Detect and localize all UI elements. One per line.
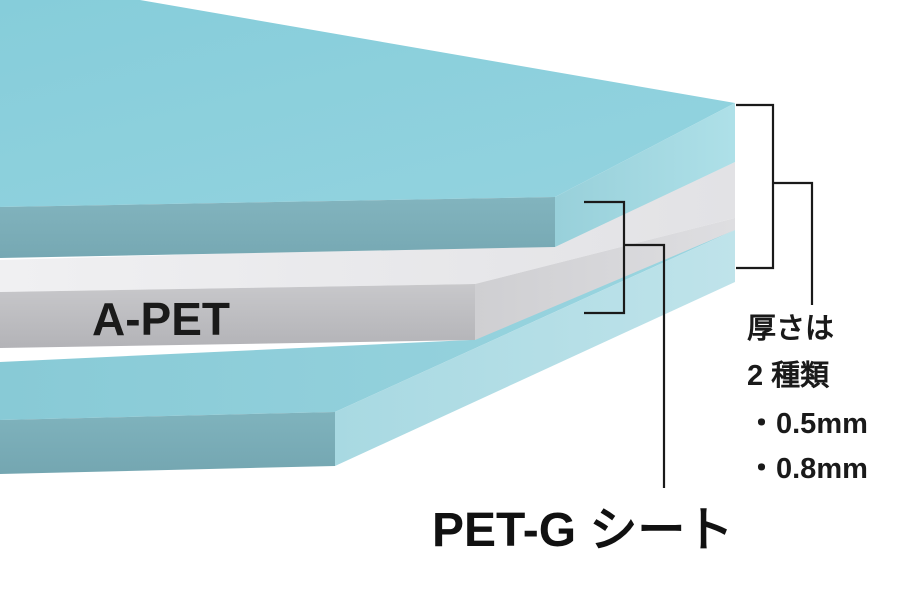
thickness-note: 厚さは 2 種類 ・0.5mm ・0.8mm: [747, 313, 868, 485]
top-petg-sheet: [0, 0, 735, 258]
core-side-face: [475, 218, 735, 340]
thickness-note-line-2: 2 種類: [747, 359, 830, 392]
core-front-face: [0, 284, 475, 348]
bottom-sheet-side-face: [335, 230, 735, 466]
middle-apet-core: [0, 162, 735, 348]
top-sheet-top-face: [0, 0, 735, 207]
top-sheet-side-face: [555, 103, 735, 247]
thickness-note-line-4: ・0.8mm: [747, 453, 868, 485]
core-top-face: [0, 162, 735, 292]
top-sheet-front-face: [0, 197, 555, 258]
thickness-note-line-1: 厚さは: [747, 313, 834, 345]
thickness-note-line-3: ・0.5mm: [747, 408, 868, 440]
bottom-sheet-front-face: [0, 412, 335, 474]
core-bracket-line: [584, 200, 666, 488]
apet-label: A-PET: [92, 293, 230, 345]
total-thickness-bracket-line: [736, 103, 814, 305]
petg-sheet-label: PET-G シート: [432, 504, 733, 557]
bottom-sheet-top-face: [0, 218, 735, 420]
bottom-petg-sheet: [0, 218, 735, 474]
